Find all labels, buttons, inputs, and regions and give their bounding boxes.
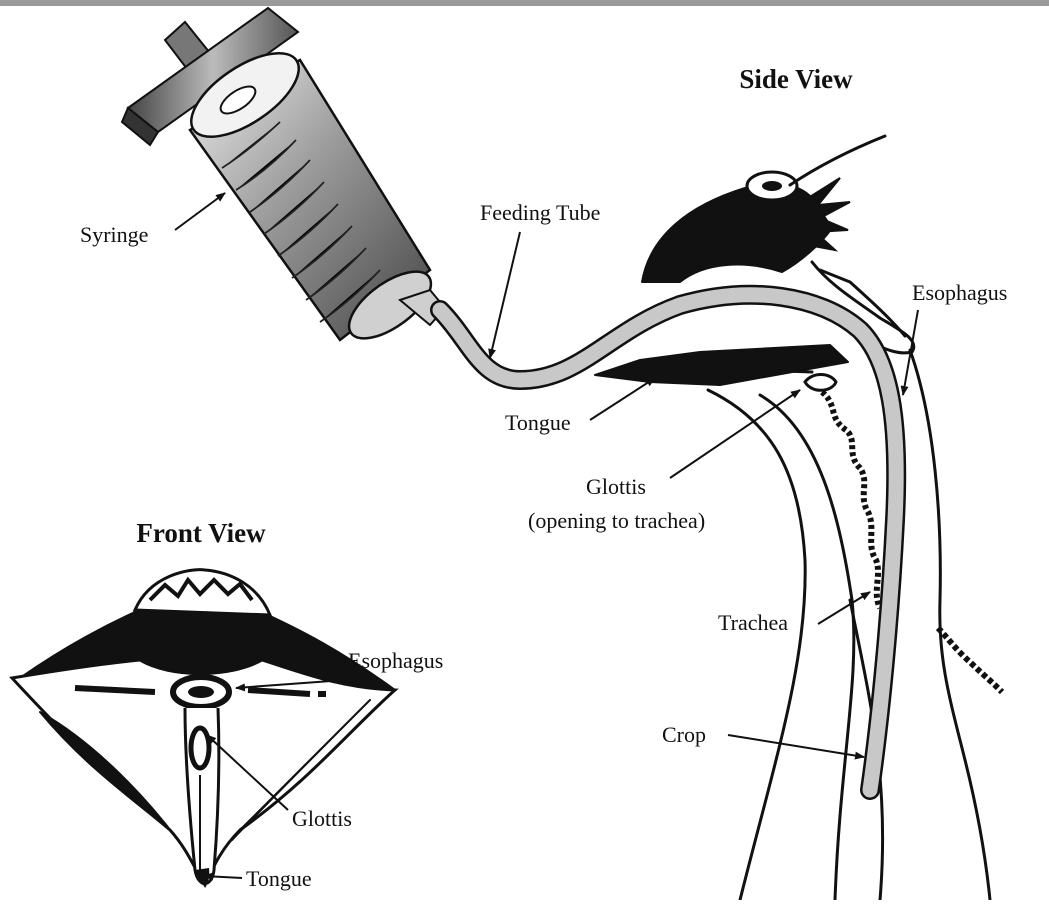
label-tongue-side: Tongue	[505, 410, 571, 435]
neck-back-outline	[910, 350, 990, 900]
label-trachea: Trachea	[718, 610, 788, 635]
label-glottis-side: Glottis	[586, 474, 646, 499]
front-view-heading: Front View	[136, 518, 266, 548]
syringe	[122, 8, 445, 351]
glottis-loop	[805, 375, 836, 391]
top-border	[0, 0, 1049, 6]
side-view-heading: Side View	[739, 64, 853, 94]
label-esophagus-front: Esophagus	[348, 648, 443, 673]
label-feeding-tube: Feeding Tube	[480, 200, 600, 225]
label-tongue-front: Tongue	[246, 866, 312, 891]
neck-front-outline	[708, 390, 805, 900]
label-glottis-note: (opening to trachea)	[528, 508, 705, 533]
label-esophagus-side: Esophagus	[912, 280, 1007, 305]
front-glottis	[191, 728, 209, 768]
label-syringe: Syringe	[80, 222, 148, 247]
upper-beak	[642, 184, 832, 282]
label-crop: Crop	[662, 722, 706, 747]
bird-front-view	[12, 570, 395, 885]
label-glottis-front: Glottis	[292, 806, 352, 831]
